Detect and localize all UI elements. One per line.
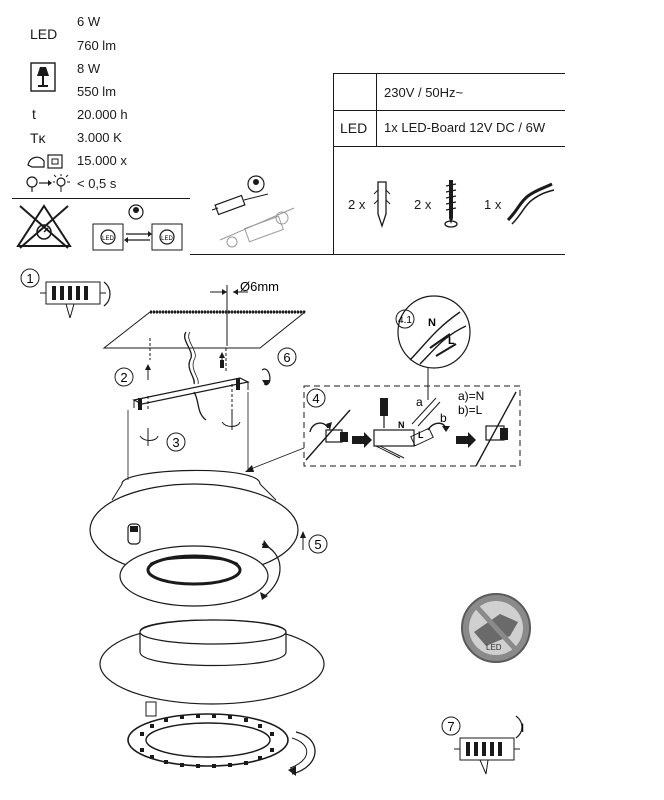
- led-lumen: 760 lm: [77, 38, 117, 53]
- step-4-1-detail: 4.1 N L: [395, 295, 471, 400]
- led-label: LED: [30, 26, 58, 42]
- step-3-number: 3: [172, 435, 179, 450]
- ceiling: Ø6mm: [102, 279, 307, 385]
- step-4-wiring-box: 4 N L a b a)=N b)=L: [245, 385, 521, 472]
- step-4-1-number: 4.1: [398, 315, 412, 326]
- step-4-l-label: L: [418, 430, 424, 440]
- lamp-lumen: 550 lm: [77, 84, 117, 99]
- life-symbol: t: [32, 106, 36, 122]
- step-7-breaker-on: 7 I: [441, 715, 524, 775]
- spec-divider: [12, 198, 190, 199]
- step-1-number: 1: [26, 271, 33, 286]
- temp-symbol: Tĸ: [30, 130, 46, 146]
- lamp-upper-body: [89, 469, 299, 607]
- no-led-replacement-icon: LED: [461, 593, 531, 663]
- dowel-qty: 2 x: [348, 197, 366, 212]
- drill-diameter: Ø6mm: [240, 279, 279, 294]
- led-board-value: 1x LED-Board 12V DC / 6W: [384, 120, 546, 135]
- mounting-bracket: [132, 377, 250, 421]
- step-7-number: 7: [447, 719, 454, 734]
- screw-qty: 2 x: [414, 197, 432, 212]
- step-6-number: 6: [283, 350, 290, 365]
- connection-cable-icon: [506, 182, 555, 225]
- cable-qty: 1 x: [484, 197, 502, 212]
- step-2-number: 2: [120, 370, 127, 385]
- step-4-number: 4: [312, 391, 319, 406]
- led-power: 6 W: [77, 14, 101, 29]
- step-1-breaker-off: 1: [20, 268, 111, 319]
- cycles-value: 15.000 x: [77, 153, 127, 168]
- wall-plug-icon: [373, 181, 391, 229]
- voltage-value: 230V / 50Hz~: [384, 85, 464, 100]
- step-5-number: 5: [314, 537, 321, 552]
- wire-a-label: a: [416, 395, 423, 409]
- temp-value: 3.000 K: [77, 130, 122, 145]
- step-4-1-n-label: N: [428, 317, 436, 329]
- start-value: < 0,5 s: [77, 176, 117, 191]
- led-swap-icon: LED LED: [92, 204, 183, 251]
- no-led-text: LED: [486, 643, 502, 652]
- wire-l-meaning: b)=L: [458, 403, 483, 417]
- assembly-diagram: 1 Ø6mm 2: [20, 268, 531, 776]
- wire-n-meaning: a)=N: [458, 389, 484, 403]
- step-4-1-l-label: L: [448, 335, 455, 347]
- lamp-power: 8 W: [77, 61, 101, 76]
- lamp-lower-body: [99, 619, 325, 717]
- switch-cycles-icon: [27, 154, 63, 169]
- wire-b-label: b: [440, 411, 447, 425]
- led-swap-text-2: LED: [161, 236, 173, 242]
- table-lamp-icon: [30, 62, 56, 92]
- bulb-start-icon: [26, 174, 70, 192]
- led-board-ring: [127, 713, 316, 776]
- service-technician-icon: [211, 175, 295, 248]
- table-led-label: LED: [340, 120, 368, 136]
- life-value: 20.000 h: [77, 107, 128, 122]
- screw-icon: [444, 180, 458, 228]
- led-swap-text-1: LED: [102, 236, 114, 242]
- step-4-n-label: N: [398, 420, 405, 430]
- no-dimmer-icon: [16, 204, 72, 249]
- switch-on-symbol: I: [521, 721, 524, 735]
